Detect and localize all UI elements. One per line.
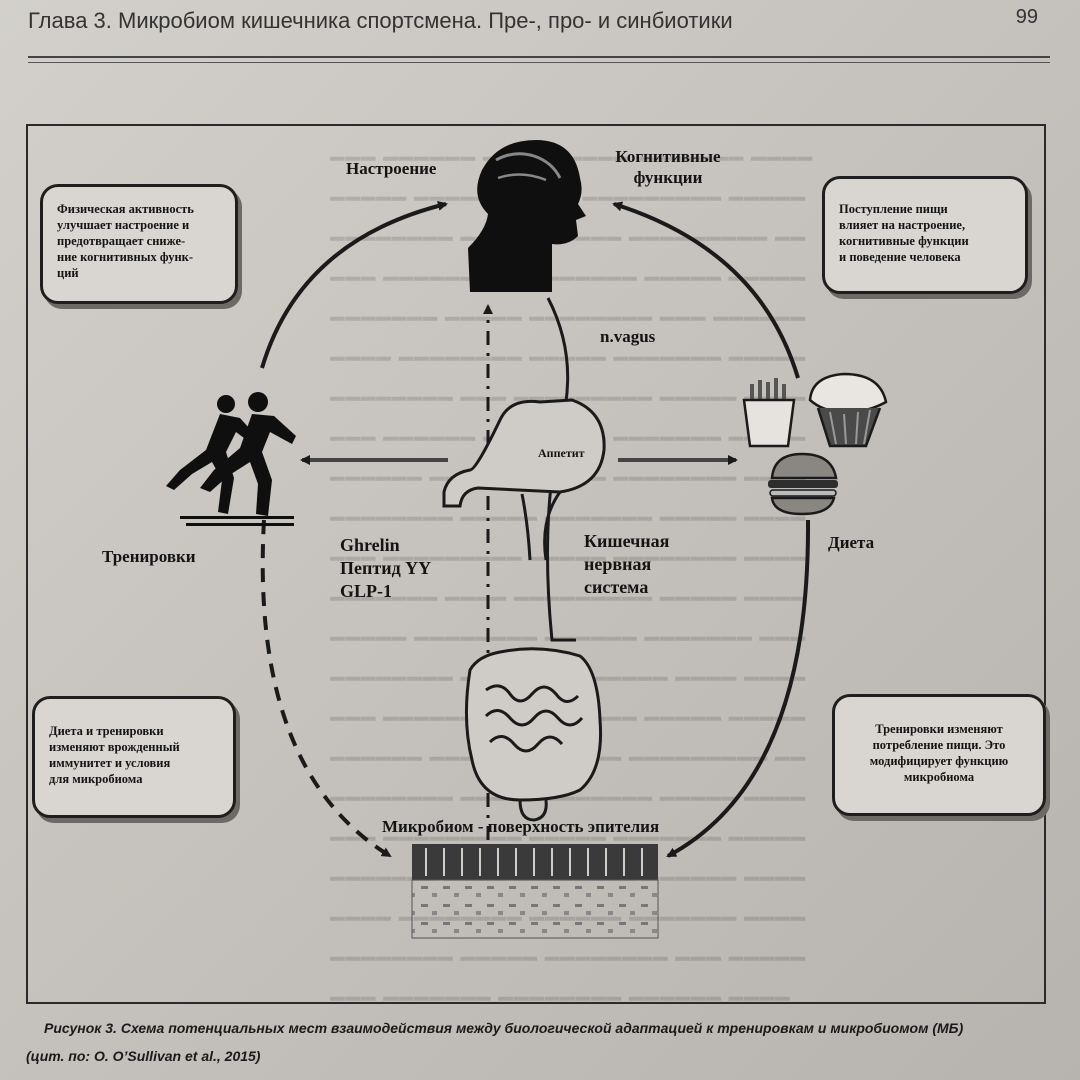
- label-enteric-line2: нервная: [584, 553, 669, 576]
- label-appetite: Аппетит: [538, 444, 585, 463]
- label-vagus: n.vagus: [600, 326, 655, 347]
- box-diet-immunity: Диета и тренировки изменяют врожденный и…: [32, 696, 236, 818]
- box-activity-mood: Физическая активность улучшает настроени…: [40, 184, 238, 304]
- cupcake-icon: [810, 374, 886, 446]
- box-text-line: для микробиома: [49, 771, 219, 787]
- box-text-line: предотвращает сниже-: [57, 233, 221, 249]
- arc-diet-to-microbiome: [668, 520, 808, 856]
- box-text-line: микробиома: [849, 769, 1029, 785]
- caption-line1: Рисунок 3. Схема потенциальных мест взаи…: [44, 1014, 1044, 1042]
- label-glp1: GLP-1: [340, 580, 431, 603]
- runners-icon: [166, 392, 296, 526]
- label-ghrelin: Ghrelin: [340, 534, 431, 557]
- epithelium-icon: [412, 844, 658, 938]
- label-hormones: Ghrelin Пептид YY GLP-1: [340, 534, 431, 603]
- label-peptide-yy: Пептид YY: [340, 557, 431, 580]
- label-cognitive-line2: функции: [598, 167, 738, 188]
- box-text-line: модифицирует функцию: [849, 753, 1029, 769]
- box-food-intake: Поступление пищи влияет на настроение, к…: [822, 176, 1028, 294]
- box-text-line: когнитивные функции: [839, 233, 1011, 249]
- box-text-line: ций: [57, 265, 221, 281]
- box-text-line: Физическая активность: [57, 201, 221, 217]
- box-text-line: иммунитет и условия: [49, 755, 219, 771]
- label-mood: Настроение: [346, 158, 436, 179]
- arc-diet-to-cognitive: [614, 204, 798, 378]
- label-enteric-line1: Кишечная: [584, 530, 669, 553]
- label-training: Тренировки: [102, 546, 196, 567]
- box-text-line: улучшает настроение и: [57, 217, 221, 233]
- box-text-line: Тренировки изменяют: [849, 721, 1029, 737]
- label-enteric-nervous-system: Кишечная нервная система: [584, 530, 669, 599]
- burger-icon: [768, 454, 838, 514]
- label-microbiome: Микробиом - поверхность эпителия: [382, 816, 659, 837]
- label-cognitive: Когнитивные функции: [598, 146, 738, 188]
- caption-line2: (цит. по: O. O’Sullivan et al., 2015): [26, 1042, 1026, 1070]
- box-text-line: ние когнитивных функ-: [57, 249, 221, 265]
- arc-training-to-mood: [262, 204, 446, 368]
- box-text-line: изменяют врожденный: [49, 739, 219, 755]
- box-text-line: Диета и тренировки: [49, 723, 219, 739]
- figure-caption: Рисунок 3. Схема потенциальных мест взаи…: [44, 1014, 1044, 1070]
- label-enteric-line3: система: [584, 576, 669, 599]
- label-cognitive-line1: Когнитивные: [598, 146, 738, 167]
- box-text-line: Поступление пищи: [839, 201, 1011, 217]
- box-training-food: Тренировки изменяют потребление пищи. Эт…: [832, 694, 1046, 816]
- head-silhouette-icon: [468, 140, 586, 292]
- stomach-icon: [444, 400, 604, 560]
- box-text-line: влияет на настроение,: [839, 217, 1011, 233]
- fries-icon: [744, 378, 794, 446]
- box-text-line: и поведение человека: [839, 249, 1011, 265]
- box-text-line: потребление пищи. Это: [849, 737, 1029, 753]
- label-diet: Диета: [828, 532, 874, 553]
